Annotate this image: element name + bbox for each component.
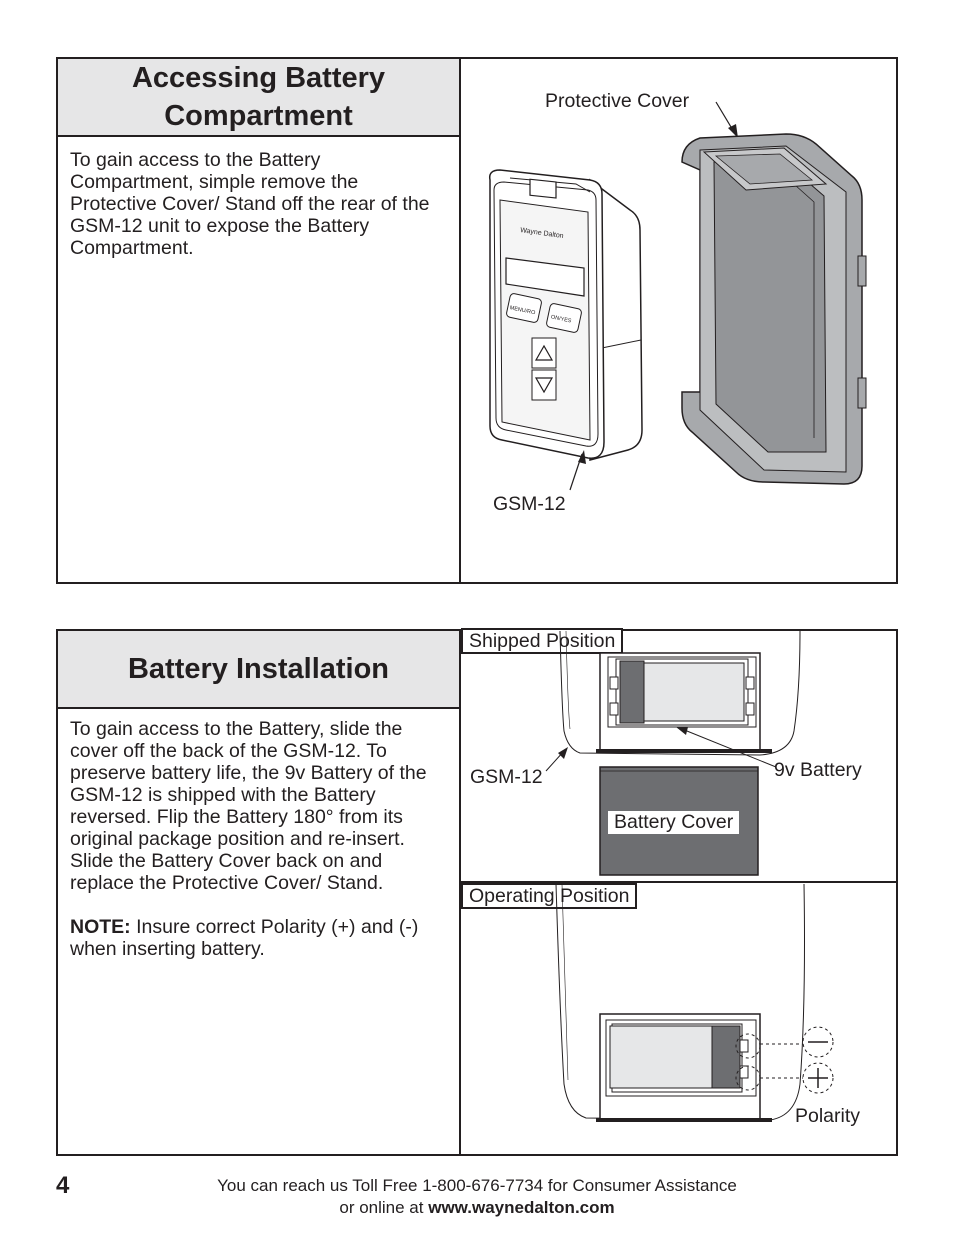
section1-divider [459,57,461,584]
gsm12-label: GSM-12 [493,493,566,515]
section2-title: Battery Installation [58,631,461,709]
section2-panel-divider [459,881,898,883]
operating-position-label: Operating Position [461,883,638,909]
9v-battery-label: 9v Battery [774,759,862,781]
section2-body-text: To gain access to the Battery, slide the… [70,718,427,894]
operating-position-illustration [555,883,834,1122]
section1-title: Accessing Battery Compartment [58,59,461,137]
note-text: Insure correct Polarity (+) and (-) when… [70,916,419,960]
footer-line1: You can reach us Toll Free 1-800-676-773… [217,1176,737,1195]
shipped-position-illustration [545,630,801,876]
note-label: NOTE: [70,916,131,938]
battery-cover-label: Battery Cover [608,811,740,834]
protective-cover-label: Protective Cover [545,90,690,112]
svg-text:MENU/RO: MENU/RO [509,305,536,316]
protective-cover-illustration [681,101,867,485]
page-number: 4 [56,1172,70,1199]
footer-line2: or online at www.waynedalton.com [0,1197,954,1219]
gsm12-device-illustration: Wayne Dalton MENU/RO ON/YES [488,169,643,491]
section-accessing-battery [56,57,898,584]
section2-note: NOTE: Insure correct Polarity (+) and (-… [70,916,448,960]
footer-website-link[interactable]: www.waynedalton.com [428,1198,615,1217]
gsm12-shipped-label: GSM-12 [470,766,543,788]
footer-line2-prefix: or online at [339,1198,429,1217]
svg-text:ON/YES: ON/YES [550,314,572,324]
section1-body: To gain access to the Battery Compartmen… [70,149,430,259]
section2-divider [459,629,461,1156]
footer-contact: You can reach us Toll Free 1-800-676-773… [0,1175,954,1219]
shipped-position-label: Shipped Position [461,628,624,654]
section2-body: To gain access to the Battery, slide the… [70,718,448,960]
polarity-label: Polarity [795,1105,861,1127]
